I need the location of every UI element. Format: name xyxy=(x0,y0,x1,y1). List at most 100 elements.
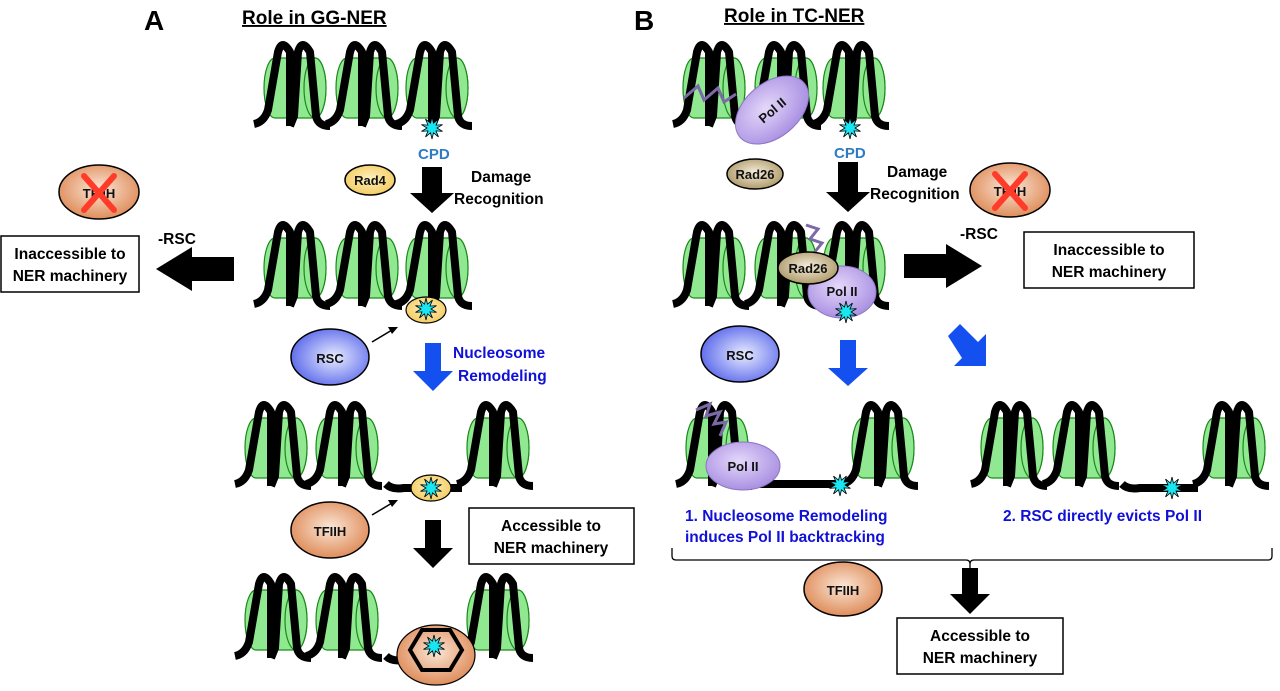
path2-label: 2. RSC directly evicts Pol II xyxy=(1003,508,1202,525)
dna-wrap xyxy=(324,41,366,128)
rad26-bound: Rad26 xyxy=(777,251,839,285)
path1-label-1: 1. Nucleosome Remodeling xyxy=(685,508,887,525)
svg-text:Rad26: Rad26 xyxy=(735,167,774,182)
inaccessible-box-a: Inaccessible to NER machinery xyxy=(0,235,140,293)
rna-transcript xyxy=(683,83,737,105)
dna-wrap xyxy=(705,221,750,310)
nucleosome xyxy=(233,401,312,490)
remodeling-arrow-b1 xyxy=(828,340,868,386)
svg-text:Accessible to: Accessible to xyxy=(501,518,601,535)
svg-text:RSC: RSC xyxy=(316,351,344,366)
nucleosome-remodeling-label-a-2: Remodeling xyxy=(458,368,547,385)
minus-rsc-label-b: -RSC xyxy=(960,226,998,243)
svg-text:NER machinery: NER machinery xyxy=(13,268,128,285)
nucleosome xyxy=(252,221,331,310)
svg-text:Accessible to: Accessible to xyxy=(930,628,1030,645)
panel-b-letter: B xyxy=(634,5,654,36)
nucleosome xyxy=(304,401,383,490)
pointer-arrow-a2 xyxy=(371,500,398,516)
pol-ii-protein-b3: Pol II xyxy=(705,441,781,491)
tfiih-blocked-a: TFIIH xyxy=(58,164,140,220)
left-arrow-a xyxy=(156,247,234,291)
damage-recognition-label-a-1: Damage xyxy=(471,169,532,186)
dna-wrap xyxy=(969,401,1011,488)
dna-linker xyxy=(1119,480,1198,493)
rsc-protein-b: RSC xyxy=(700,325,780,383)
dna-wrap xyxy=(489,573,534,662)
dna-wrap xyxy=(1075,401,1120,490)
dna-wrap xyxy=(1003,401,1048,490)
dna-wrap xyxy=(233,401,275,488)
dna-wrap xyxy=(267,573,312,662)
eviction-arrow-b2 xyxy=(948,324,986,366)
tfiih-protein-b: TFIIH xyxy=(803,561,883,617)
svg-text:NER machinery: NER machinery xyxy=(1052,264,1167,281)
damage-recognition-label-a-2: Recognition xyxy=(454,191,544,208)
cpd-lesion-icon xyxy=(829,473,851,497)
nucleosome xyxy=(811,41,890,130)
cross-icon xyxy=(992,171,1028,211)
dna-wrap xyxy=(1191,401,1233,488)
tfiih-protein-a: TFIIH xyxy=(290,501,370,559)
cpd-lesion-icon xyxy=(420,476,442,500)
dna-wrap xyxy=(324,221,366,308)
dna-linker xyxy=(383,480,462,493)
cpd-lesion-icon xyxy=(421,116,443,140)
cpd-label-b: CPD xyxy=(834,145,866,162)
dna-wrap xyxy=(338,573,383,662)
panel-a-title: Role in GG-NER xyxy=(242,8,387,29)
cpd-lesion-icon xyxy=(835,300,857,324)
svg-text:Rad26: Rad26 xyxy=(788,261,827,276)
tfiih-blocked-b: TFIIH xyxy=(969,162,1051,218)
svg-text:TFIIH: TFIIH xyxy=(314,524,347,539)
nucleosome xyxy=(1191,401,1270,490)
nucleosome xyxy=(324,41,403,130)
dna-wrap xyxy=(811,41,853,128)
dna-wrap xyxy=(394,221,436,308)
dna-wrap xyxy=(394,41,436,128)
cpd-lesion-icon xyxy=(423,634,445,658)
dna-wrap xyxy=(252,41,294,128)
accessible-box-b: Accessible to NER machinery xyxy=(896,617,1064,675)
rna-transcript xyxy=(695,401,729,437)
pol-ii-protein-b1: Pol II xyxy=(734,75,810,145)
tfiih-bound xyxy=(396,624,476,686)
minus-rsc-label-a: -RSC xyxy=(158,231,196,248)
nucleosome xyxy=(394,221,473,310)
rsc-protein-a: RSC xyxy=(290,328,370,386)
nucleosome xyxy=(304,573,383,662)
dna-wrap xyxy=(1041,401,1083,488)
dna-wrap xyxy=(267,401,312,490)
cpd-lesion-icon xyxy=(415,297,437,321)
cpd-lesion-icon xyxy=(1161,476,1183,500)
panel-b-title: Role in TC-NER xyxy=(724,6,865,27)
dna-wrap xyxy=(489,401,534,490)
svg-text:Pol II: Pol II xyxy=(727,459,758,474)
panel-a-letter: A xyxy=(144,5,164,36)
dna-wrap xyxy=(338,401,383,490)
dna-wrap xyxy=(874,401,919,490)
down-arrow-b xyxy=(950,568,990,614)
damage-recognition-arrow-b xyxy=(826,162,870,212)
rad4-protein: Rad4 xyxy=(344,164,396,196)
nucleosome-remodeling-label-a-1: Nucleosome xyxy=(453,345,546,362)
remodeling-arrow-a xyxy=(413,343,453,391)
accessible-box-a: Accessible to NER machinery xyxy=(468,507,635,565)
nucleosome xyxy=(252,41,331,130)
nucleosome xyxy=(671,221,750,310)
rad26-protein: Rad26 xyxy=(726,158,784,190)
dna-wrap xyxy=(252,221,294,308)
nucleosome xyxy=(324,221,403,310)
cpd-label-a: CPD xyxy=(418,146,450,163)
dna-wrap xyxy=(233,573,275,660)
dna-wrap xyxy=(671,41,713,128)
dna-wrap xyxy=(671,221,713,308)
svg-text:Inaccessible to: Inaccessible to xyxy=(1053,242,1164,259)
nucleosome xyxy=(455,401,534,490)
nucleosome xyxy=(455,573,534,662)
nucleosome xyxy=(394,41,473,130)
dna-wrap xyxy=(358,221,403,310)
svg-text:Inaccessible to: Inaccessible to xyxy=(14,246,125,263)
right-arrow-b xyxy=(904,244,982,288)
